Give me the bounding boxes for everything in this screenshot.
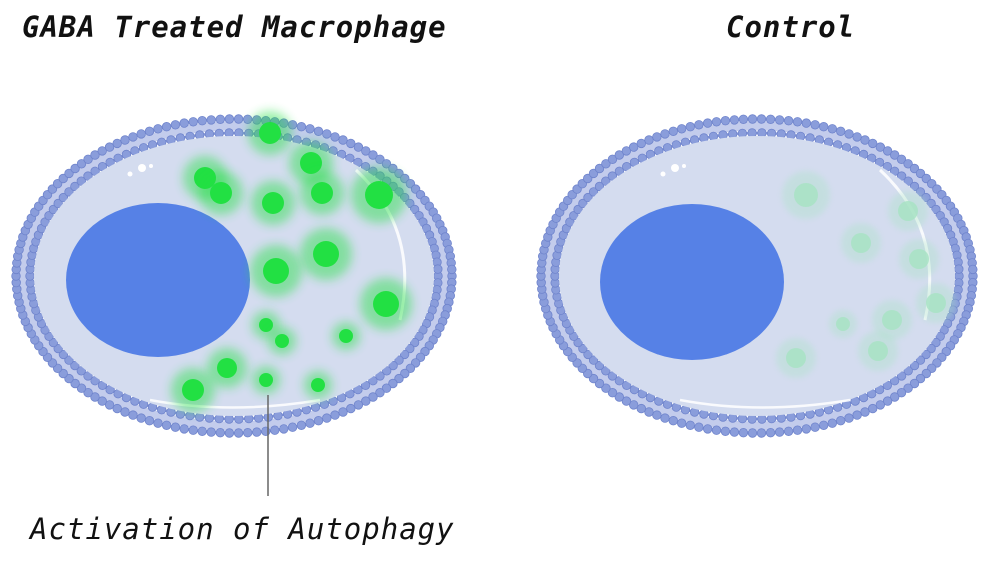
right-cell-nucleus (600, 204, 784, 360)
left-cell-membrane (11, 114, 457, 438)
control-macrophage-cell (536, 114, 978, 438)
left-cell-shine-tiny (149, 164, 153, 168)
right-cell-shine-tiny (682, 164, 686, 168)
right-cell-shine-small (660, 171, 666, 177)
autophagosome (182, 379, 204, 401)
autophagosome (851, 233, 871, 253)
autophagosome (311, 378, 325, 392)
autophagosome (217, 358, 237, 378)
autophagosome (262, 192, 284, 214)
gaba-treated-title: GABA Treated Macrophage (22, 10, 447, 44)
autophagosome (836, 317, 850, 331)
left-autophagosome-cluster (171, 111, 412, 412)
autophagosome (313, 241, 339, 267)
control-title: Control (726, 10, 856, 44)
autophagosome (909, 249, 929, 269)
autophagosome (898, 201, 918, 221)
autophagosome (926, 293, 946, 313)
autophagy-annotation-label: Activation of Autophagy (30, 512, 455, 546)
left-cell-shine (138, 164, 146, 172)
gaba-treated-macrophage-cell (11, 111, 457, 438)
right-cell-membrane (536, 114, 978, 438)
right-cell-highlight-bottom (679, 398, 851, 409)
left-cell-shine-small (127, 171, 133, 177)
autophagosome (259, 122, 281, 144)
autophagosome (882, 310, 902, 330)
autophagosome (259, 318, 273, 332)
autophagosome (311, 182, 333, 204)
autophagosome (210, 182, 232, 204)
right-autophagosome-cluster (776, 171, 956, 378)
left-cell-highlight-bottom (149, 398, 321, 409)
autophagosome (794, 183, 818, 207)
autophagosome (275, 334, 289, 348)
autophagosome (339, 329, 353, 343)
right-cell-shine (671, 164, 679, 172)
autophagosome (263, 258, 289, 284)
autophagosome (786, 348, 806, 368)
autophagosome (868, 341, 888, 361)
autophagosome (300, 152, 322, 174)
autophagosome (365, 181, 393, 209)
autophagosome (259, 373, 273, 387)
left-cell-nucleus (66, 203, 250, 357)
autophagosome (373, 291, 399, 317)
